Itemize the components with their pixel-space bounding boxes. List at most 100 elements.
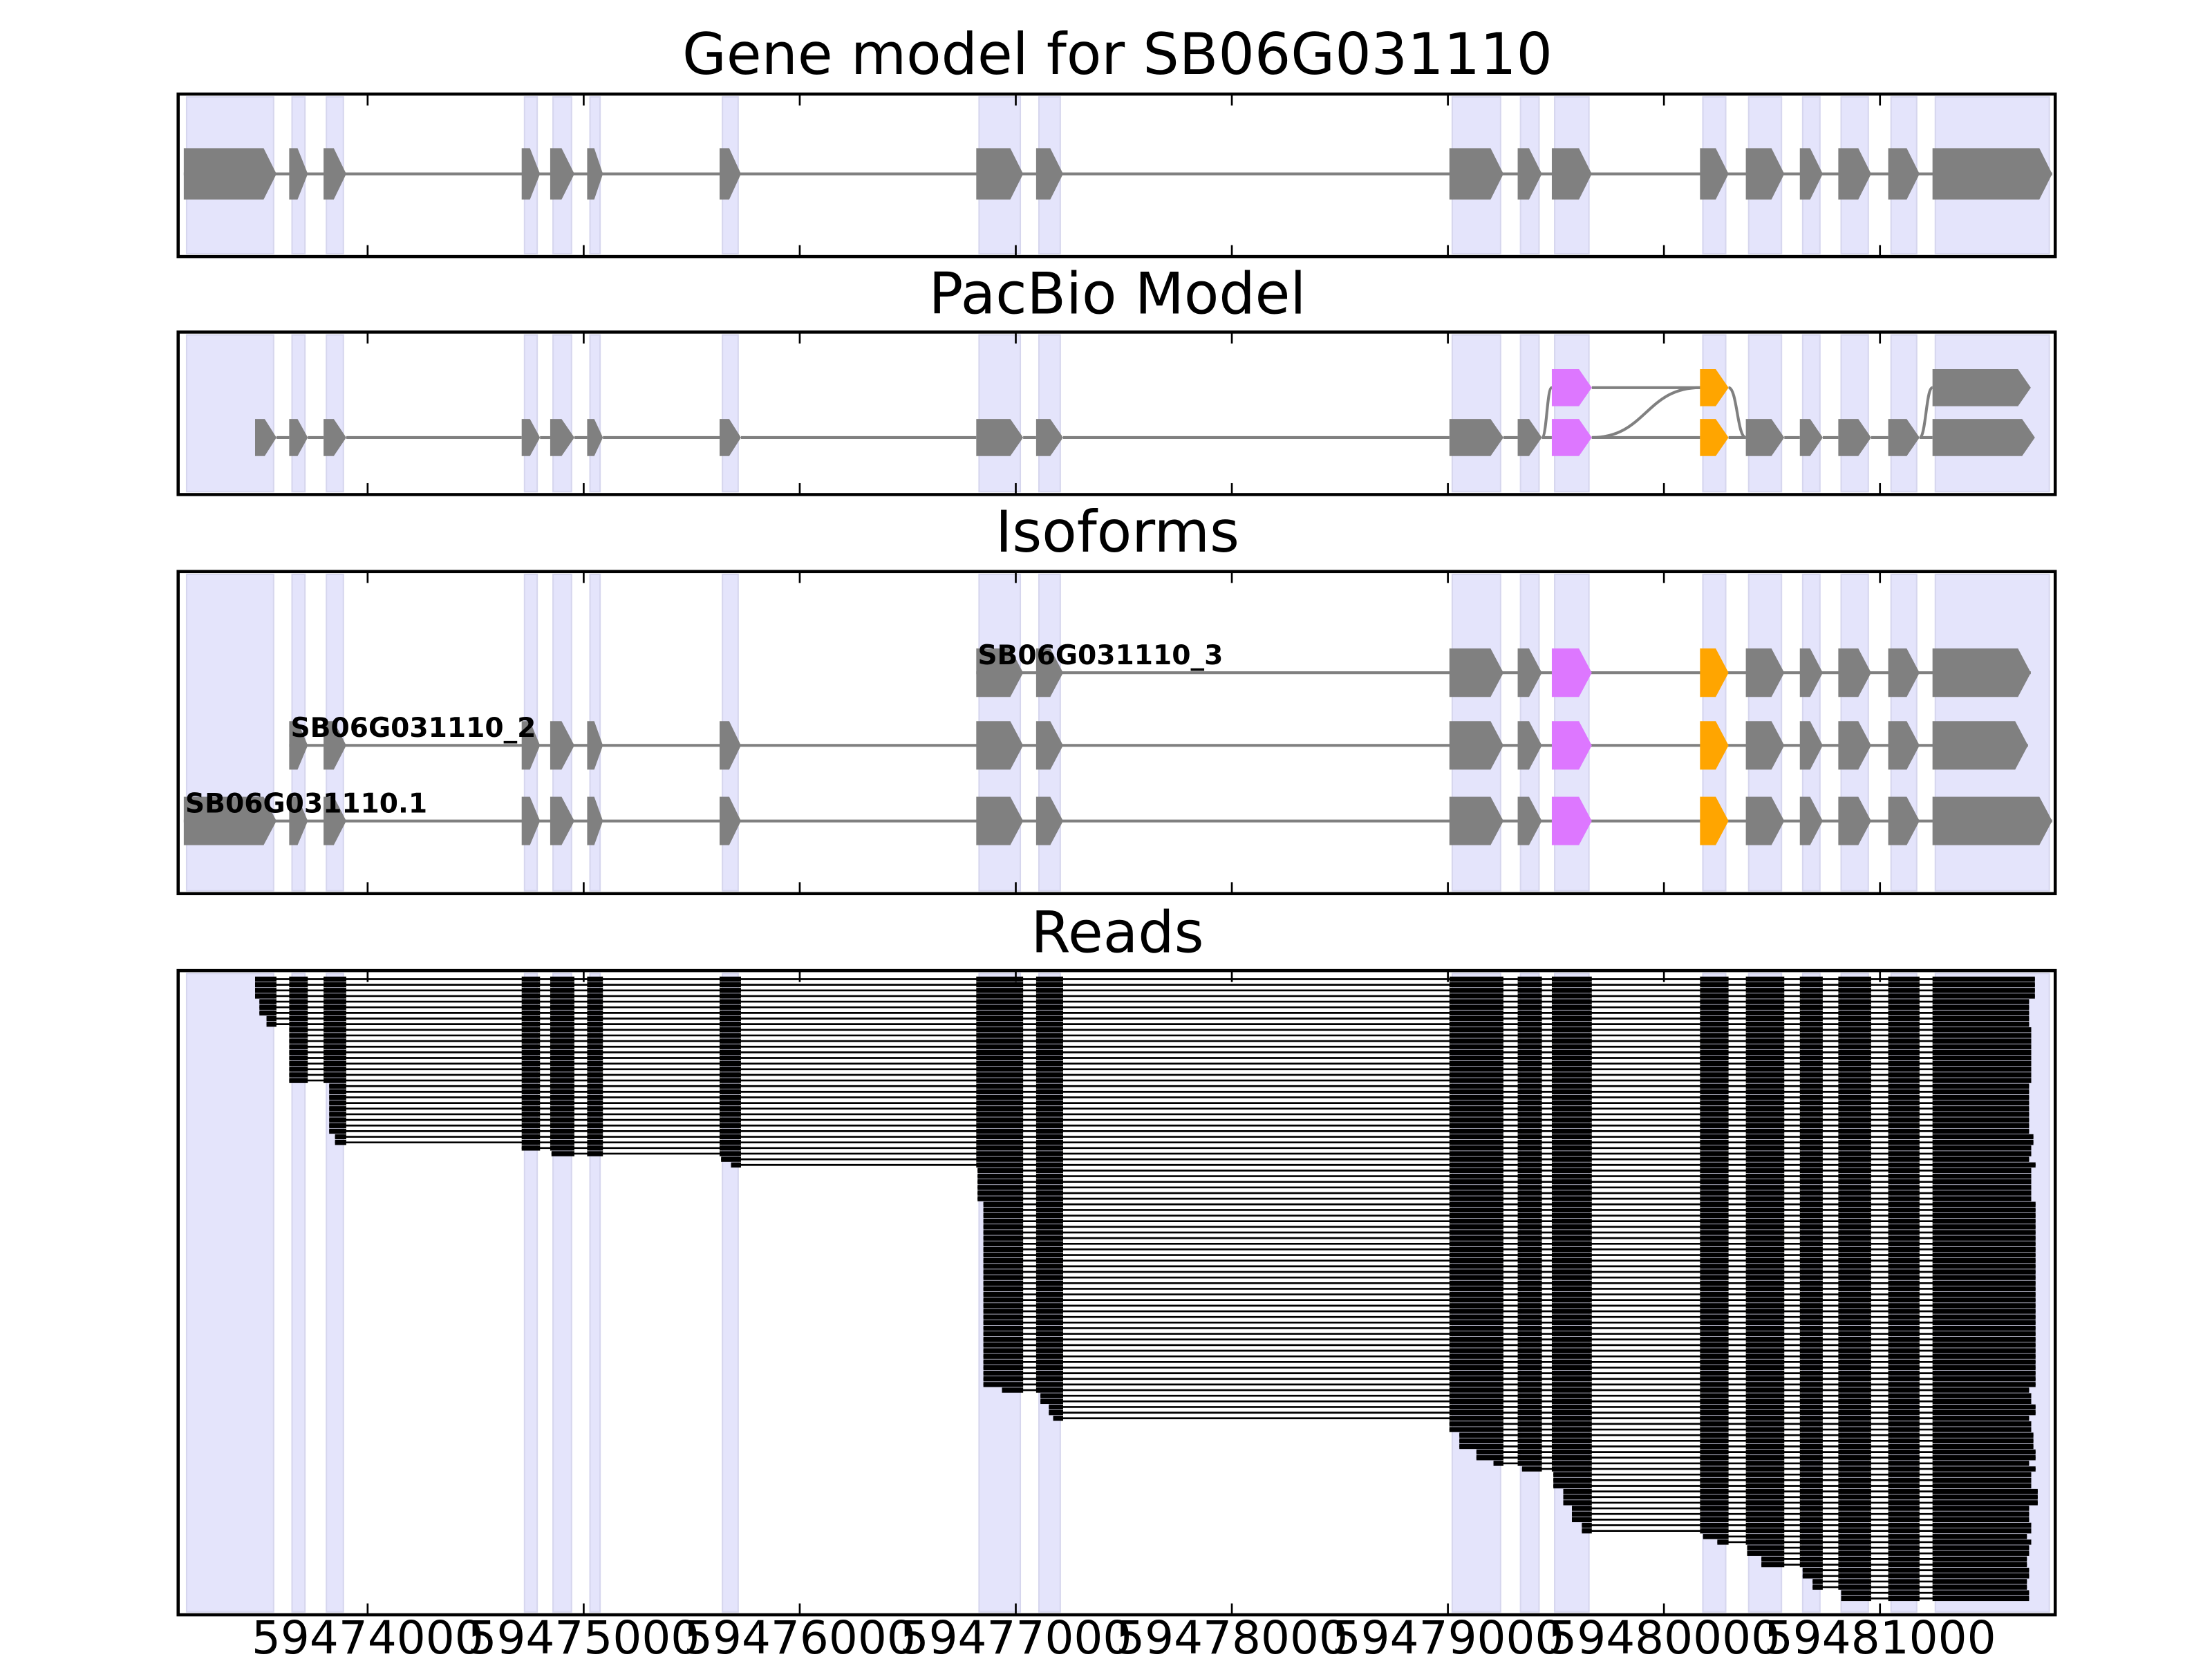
read-exon-block — [1700, 1291, 1729, 1297]
read-exon-block — [1761, 1556, 1785, 1562]
read-exon-block — [1799, 1325, 1823, 1331]
read — [983, 1280, 2036, 1286]
read-exon-block — [1745, 1365, 1785, 1371]
read-exon-block — [1517, 1060, 1542, 1067]
read-exon-block — [550, 1117, 574, 1123]
read — [1493, 1461, 2030, 1466]
read-exon-block — [1932, 1545, 2030, 1550]
read-exon-block — [289, 1067, 308, 1072]
read-exon-block — [719, 1010, 741, 1016]
read-exon-block — [976, 1060, 1024, 1067]
read-exon-block — [1700, 1230, 1729, 1235]
read-exon-block — [1700, 1235, 1729, 1241]
read-exon-block — [1888, 1230, 1920, 1235]
read-exon-block — [1551, 1060, 1592, 1067]
read-exon-block — [1799, 1072, 1823, 1078]
read-exon-block — [1888, 1235, 1920, 1241]
pacbio-exon-block — [719, 419, 741, 456]
panel-frame — [176, 330, 2057, 496]
read-exon-block — [1799, 1522, 1823, 1528]
read-exon-block — [1449, 1038, 1503, 1044]
read-exon-block — [335, 1134, 346, 1140]
read-exon-block — [983, 1297, 1024, 1303]
read-exon-block — [1449, 1033, 1503, 1038]
x-tick-label: 59474000 — [252, 1611, 484, 1659]
exon-shade-region — [1840, 334, 1869, 493]
read-exon-block — [976, 1044, 1024, 1049]
read-exon-block — [1517, 976, 1542, 982]
read-exon-block — [1932, 1128, 2030, 1134]
exon-block — [550, 148, 574, 200]
read-exon-block — [1700, 1314, 1729, 1320]
read-exon-block — [1745, 1528, 1785, 1534]
read — [255, 988, 2035, 993]
isoform-exon-block — [1838, 648, 1871, 697]
read-exon-block — [1745, 1376, 1785, 1382]
read-exon-block — [521, 1145, 541, 1151]
read-exon-block — [1551, 1398, 1592, 1405]
read-exon-block — [1551, 1196, 1592, 1201]
read-exon-block — [1035, 1038, 1063, 1044]
read-exon-block — [1932, 1089, 2030, 1095]
read — [259, 999, 2030, 1004]
read-exon-block — [1888, 1443, 1920, 1450]
read-exon-block — [587, 1021, 603, 1027]
read-exon-block — [1838, 1517, 1871, 1523]
read-exon-block — [1745, 1269, 1785, 1275]
read-exon-block — [550, 1078, 574, 1083]
read-exon-block — [587, 1134, 603, 1140]
read-exon-block — [1838, 993, 1871, 999]
read-exon-block — [1799, 1545, 1823, 1550]
read-exon-block — [1745, 1398, 1785, 1405]
read — [1761, 1562, 2027, 1568]
read-exon-block — [1035, 1297, 1063, 1303]
read-exon-block — [1888, 1224, 1920, 1230]
read-exon-block — [1799, 1055, 1823, 1061]
read-exon-block — [289, 1078, 308, 1083]
read-exon-block — [1551, 1173, 1592, 1179]
read-exon-block — [1449, 1004, 1503, 1010]
read-exon-block — [1517, 1269, 1542, 1275]
isoform-exon-block — [324, 721, 346, 770]
read-exon-block — [1700, 1246, 1729, 1253]
read-exon-block — [1700, 1196, 1729, 1201]
read-exon-block — [1888, 1201, 1920, 1207]
read-exon-block — [1035, 1004, 1063, 1010]
read-exon-block — [1449, 1286, 1503, 1292]
read-exon-block — [1838, 1455, 1871, 1461]
read-exon-block — [1700, 1218, 1729, 1224]
read-exon-block — [1888, 1427, 1920, 1432]
read-exon-block — [719, 1060, 741, 1067]
read-exon-block — [1888, 1584, 1920, 1590]
read-exon-block — [1449, 1393, 1503, 1398]
read-exon-block — [1799, 1331, 1823, 1337]
read-exon-block — [1745, 1207, 1785, 1213]
read-exon-block — [1932, 1280, 2036, 1286]
read-exon-block — [1035, 1246, 1063, 1253]
read-exon-block — [1700, 1100, 1729, 1106]
read-exon-block — [550, 976, 574, 982]
read-exon-block — [1551, 1015, 1592, 1022]
read-exon-block — [1799, 1398, 1823, 1405]
read-exon-block — [1035, 1235, 1063, 1241]
read-exon-block — [1551, 1190, 1592, 1196]
read-exon-block — [1932, 982, 2035, 988]
read-exon-block — [1700, 1398, 1729, 1405]
read-exon-block — [1517, 1021, 1542, 1027]
read-exon-block — [1888, 1494, 1920, 1500]
read-exon-block — [1838, 1438, 1871, 1444]
read-exon-block — [1551, 1421, 1592, 1427]
read-exon-block — [1551, 1286, 1592, 1292]
read-exon-block — [1700, 1427, 1729, 1432]
read-exon-block — [1932, 1235, 2036, 1241]
read-exon-block — [329, 1106, 346, 1112]
read-exon-block — [1449, 1156, 1503, 1162]
read-exon-block — [1799, 1134, 1823, 1140]
read-exon-block — [1932, 1534, 2027, 1539]
read-exon-block — [521, 1089, 541, 1095]
read-exon-block — [1799, 1280, 1823, 1286]
read-exon-block — [1035, 1337, 1063, 1342]
read-exon-block — [1449, 1190, 1503, 1196]
read-exon-block — [1035, 1083, 1063, 1089]
read-exon-block — [1838, 1409, 1871, 1416]
